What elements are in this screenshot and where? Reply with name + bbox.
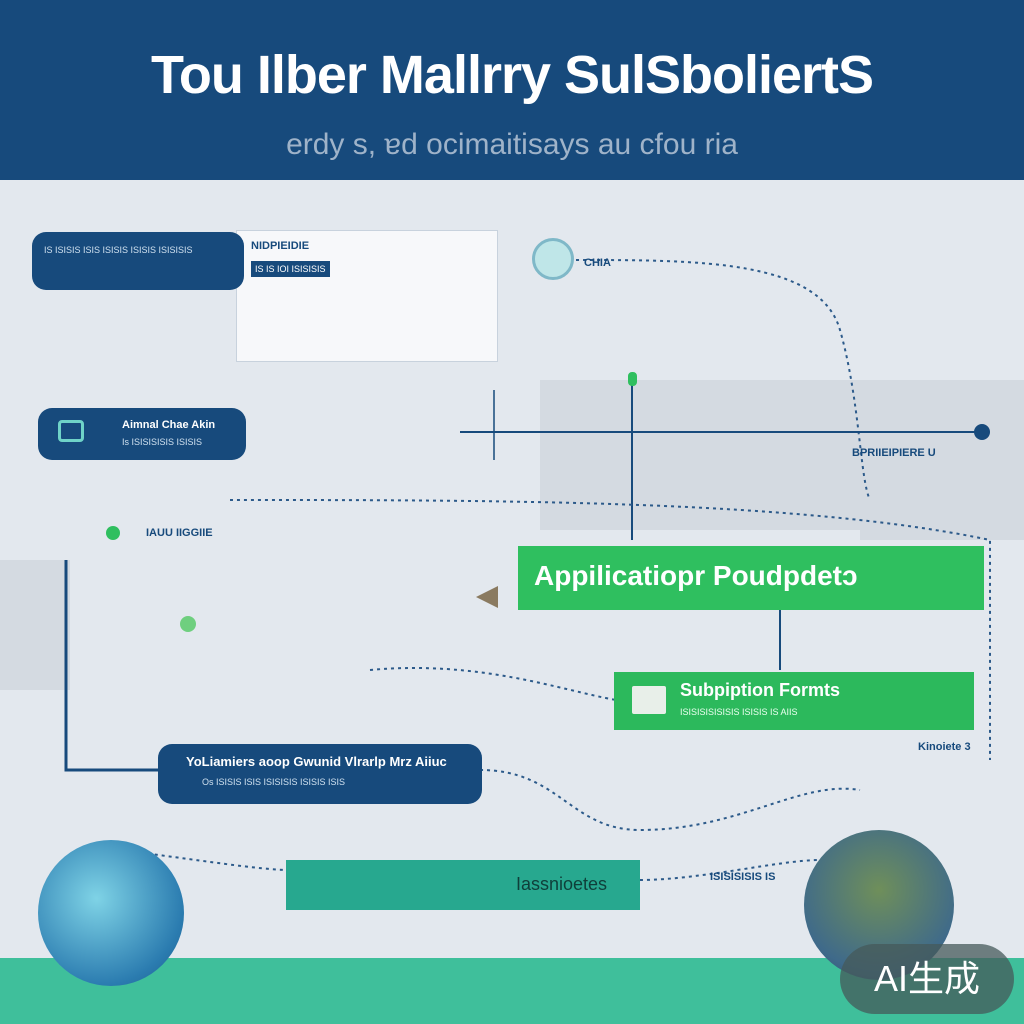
bottom-teal-box: Iassnioetes	[286, 860, 640, 910]
application-box: Appilicatiopr Poudpdetɔ	[518, 546, 984, 610]
subscription-sub: ISISISISISISIS ISISIS IS AIIS	[680, 707, 798, 717]
green-dot	[106, 526, 120, 540]
bottom-navy-box: YoLiamiers aoop Gwunid Vlrarlp Mrz Aiiuc…	[158, 744, 482, 804]
document-icon	[632, 686, 666, 714]
page-title: Tou Ilber Mallrry SulSboliertS	[150, 45, 874, 105]
circle-label: CHIA	[584, 257, 611, 269]
top-panel-label: NIDPIEIDIE	[251, 240, 310, 252]
node-circle	[532, 238, 574, 280]
bottom-navy-title: YoLiamiers aoop Gwunid Vlrarlp Mrz Aiiuc	[186, 754, 447, 769]
subscription-box: Subpiption Formts ISISISISISISIS ISISIS …	[614, 672, 974, 730]
watermark-badge: AI生成	[840, 944, 1014, 1014]
navy-dot	[974, 424, 990, 440]
side-label: IAUU IIGGIIE	[146, 527, 213, 539]
globe-illustration	[38, 840, 184, 986]
left-box-sub: Is ISISISISIS ISISIS	[122, 437, 203, 447]
top-panel-small: IS IS IOI ISISISIS	[251, 261, 330, 277]
top-left-box: IS ISISIS ISIS ISISIS ISISIS ISISISIS	[32, 232, 244, 290]
bottom-teal-label: Iassnioetes	[516, 874, 608, 894]
background-shelf	[0, 560, 70, 690]
background-shelf	[860, 380, 1024, 540]
right-small-label: Kinoiete 3	[918, 741, 971, 753]
monitor-icon	[58, 420, 84, 442]
left-info-box: Aimnal Chae Akin Is ISISISISIS ISISIS	[38, 408, 246, 460]
right-upper-label: BPRIIEIPIERE U	[852, 447, 936, 459]
left-box-label: Aimnal Chae Akin	[122, 419, 216, 431]
bottom-right-label: ISISISISIS IS	[710, 871, 776, 883]
subscription-title: Subpiption Formts	[680, 680, 840, 700]
header-banner: Tou Ilber Mallrry SulSboliertS erdy s, ɐ…	[0, 0, 1024, 180]
green-dot	[180, 616, 196, 632]
background-shelf	[540, 380, 860, 530]
application-label: Appilicatiopr Poudpdetɔ	[534, 560, 858, 591]
page-subtitle: erdy s, ɐd ocimaitisays au cfou ria	[286, 128, 738, 161]
top-left-box-text: IS ISISIS ISIS ISISIS ISISIS ISISISIS	[44, 245, 193, 255]
green-dot	[628, 372, 637, 386]
bottom-navy-sub: Os ISISIS ISIS ISISISIS ISISIS ISIS	[202, 777, 346, 787]
top-data-panel: NIDPIEIDIE IS IS IOI ISISISIS	[236, 230, 498, 362]
